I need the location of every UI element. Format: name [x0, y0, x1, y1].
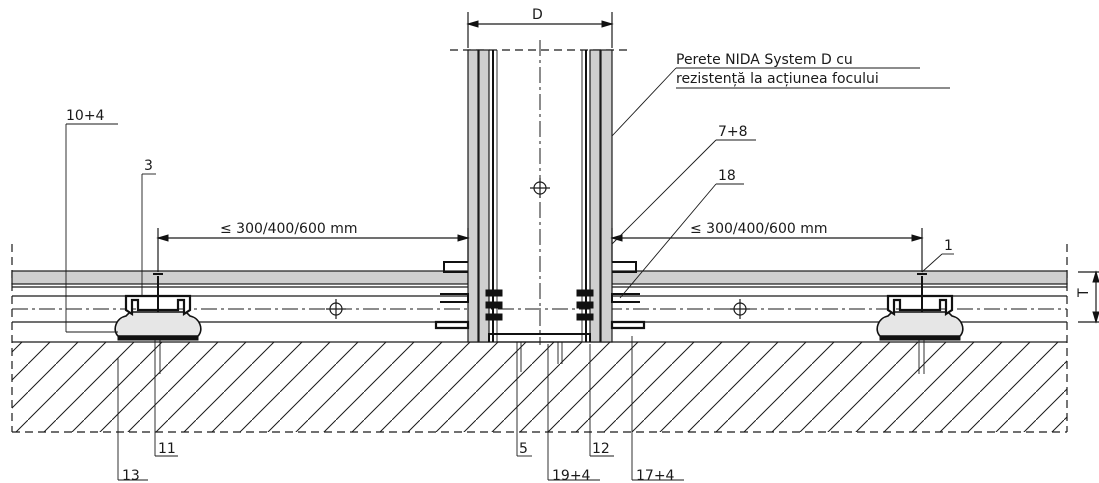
- callout-3: 3: [144, 158, 153, 174]
- callout-7-8: 7+8: [718, 124, 748, 140]
- callout-18: 18: [718, 168, 736, 184]
- right-hanger-profile: [876, 273, 964, 374]
- wall-base-connections: [434, 261, 646, 372]
- dimension-label-t: T: [1076, 288, 1092, 298]
- callout-19-4: 19+4: [552, 468, 591, 483]
- callout-13: 13: [122, 468, 140, 483]
- callout-5: 5: [519, 441, 528, 457]
- wall-column: [450, 40, 632, 345]
- left-hanger-profile: [114, 273, 202, 374]
- concrete-slab: [11, 244, 1068, 433]
- callout-17-4: 17+4: [636, 468, 675, 483]
- leader-lines: [65, 67, 954, 481]
- dimension-lines: [156, 12, 1099, 324]
- callout-10-4: 10+4: [66, 108, 105, 124]
- ceiling-boards: [11, 270, 1068, 323]
- center-marks: [326, 178, 750, 319]
- dimension-label-d: D: [532, 7, 543, 23]
- spacing-label-left: ≤ 300/400/600 mm: [220, 221, 358, 237]
- callout-1: 1: [944, 238, 953, 254]
- wall-note-line1: Perete NIDA System D cu: [676, 52, 853, 68]
- callout-11: 11: [158, 441, 176, 457]
- spacing-label-right: ≤ 300/400/600 mm: [690, 221, 828, 237]
- callout-12: 12: [592, 441, 610, 457]
- wall-note-line2: rezistență la acțiunea focului: [676, 71, 879, 87]
